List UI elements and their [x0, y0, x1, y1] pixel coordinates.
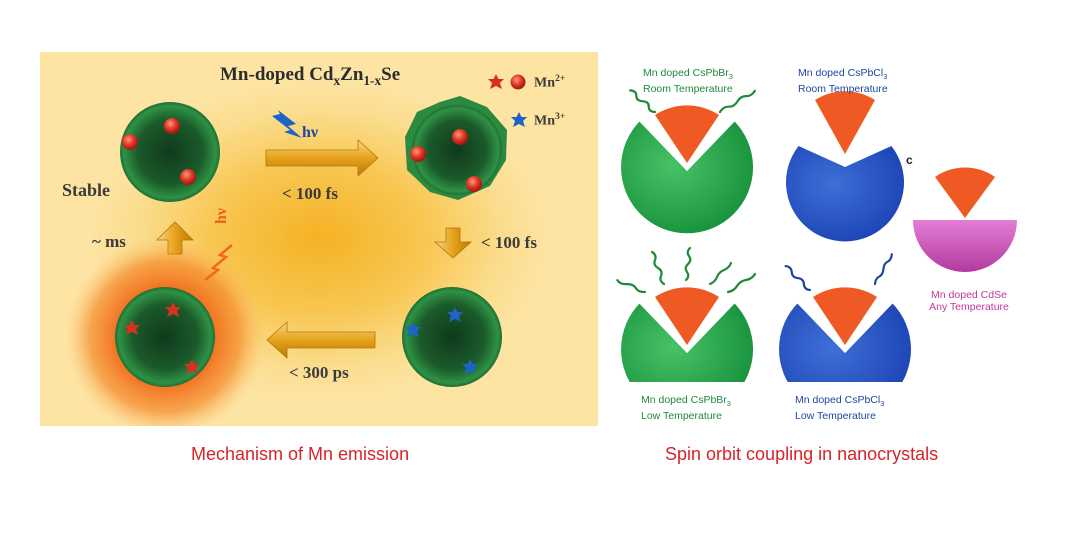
nanocrystal-distorted: [405, 96, 507, 200]
label-cdse-any: Mn doped CdSe Any Temperature: [929, 289, 1009, 313]
pie-cspbbr3-low: [621, 281, 754, 382]
mn3-star: [405, 322, 421, 337]
pie-cspbbr3-room: [621, 99, 754, 234]
stable-label: Stable: [62, 180, 111, 200]
mn2-star: [184, 359, 200, 374]
hv-top-label: hν: [302, 124, 319, 141]
left-caption: Mechanism of Mn emission: [191, 444, 410, 464]
mn2-dot: [466, 176, 482, 192]
label-cspbcl3-low: Mn doped CsPbCl3 Low Temperature: [795, 394, 885, 423]
right-caption: Spin orbit coupling in nanocrystals: [665, 444, 939, 464]
spin-orbit-diagram: [616, 89, 1017, 382]
pie-cspbcl3-room: [786, 91, 904, 242]
mn2-star: [165, 302, 181, 317]
mn2-dot: [452, 129, 468, 145]
time-top-label: < 100 fs: [282, 184, 338, 203]
mn3-legend-label: Mn3+: [534, 111, 566, 129]
pie-cspbcl3-low: [779, 281, 911, 382]
arrow-up: [156, 221, 194, 255]
mn3-legend-icon: [511, 112, 527, 127]
hv-left-label: hν: [213, 207, 230, 224]
mn2-legend-icon: [488, 74, 526, 90]
mn2-dot: [164, 118, 180, 134]
nanocrystal-mn3-state: [402, 287, 502, 387]
nanocrystal-ground-state: [120, 102, 220, 202]
emission-bolt-icon: [204, 244, 233, 281]
arrow-left: [266, 321, 376, 359]
lightning-bolt-icon: [272, 110, 302, 138]
mn3-star: [447, 307, 463, 322]
time-bottom-label: < 300 ps: [289, 363, 349, 382]
label-cspbbr3-low: Mn doped CsPbBr3 Low Temperature: [641, 394, 731, 423]
mn2-dot: [180, 169, 196, 185]
mechanism-panel: Mn-doped CdxZn1-xSe Mn2+ Mn3+ Stable hν …: [40, 52, 598, 426]
arrow-down: [433, 227, 473, 259]
mn2-star: [124, 320, 140, 335]
mn3-star: [462, 359, 478, 374]
mn2-dot: [410, 146, 426, 162]
time-left-label: ~ ms: [92, 232, 126, 251]
mn2-dot: [122, 134, 138, 150]
nanocrystal-excited-state: [115, 287, 215, 387]
label-cspbbr3-room: Mn doped CsPbBr3 Room Temperature: [643, 67, 733, 96]
mn2-legend-label: Mn2+: [534, 73, 566, 91]
emission-waves: [616, 89, 893, 294]
mechanism-diagram: [65, 74, 527, 426]
label-cspbcl3-room: Mn doped CsPbCl3 Room Temperature: [798, 67, 888, 96]
pie-cdse-any: [913, 167, 1017, 272]
panel-letter: c: [906, 153, 913, 167]
time-right-label: < 100 fs: [481, 233, 537, 252]
diagram-title: Mn-doped CdxZn1-xSe: [220, 64, 401, 88]
arrow-right: [265, 139, 379, 177]
